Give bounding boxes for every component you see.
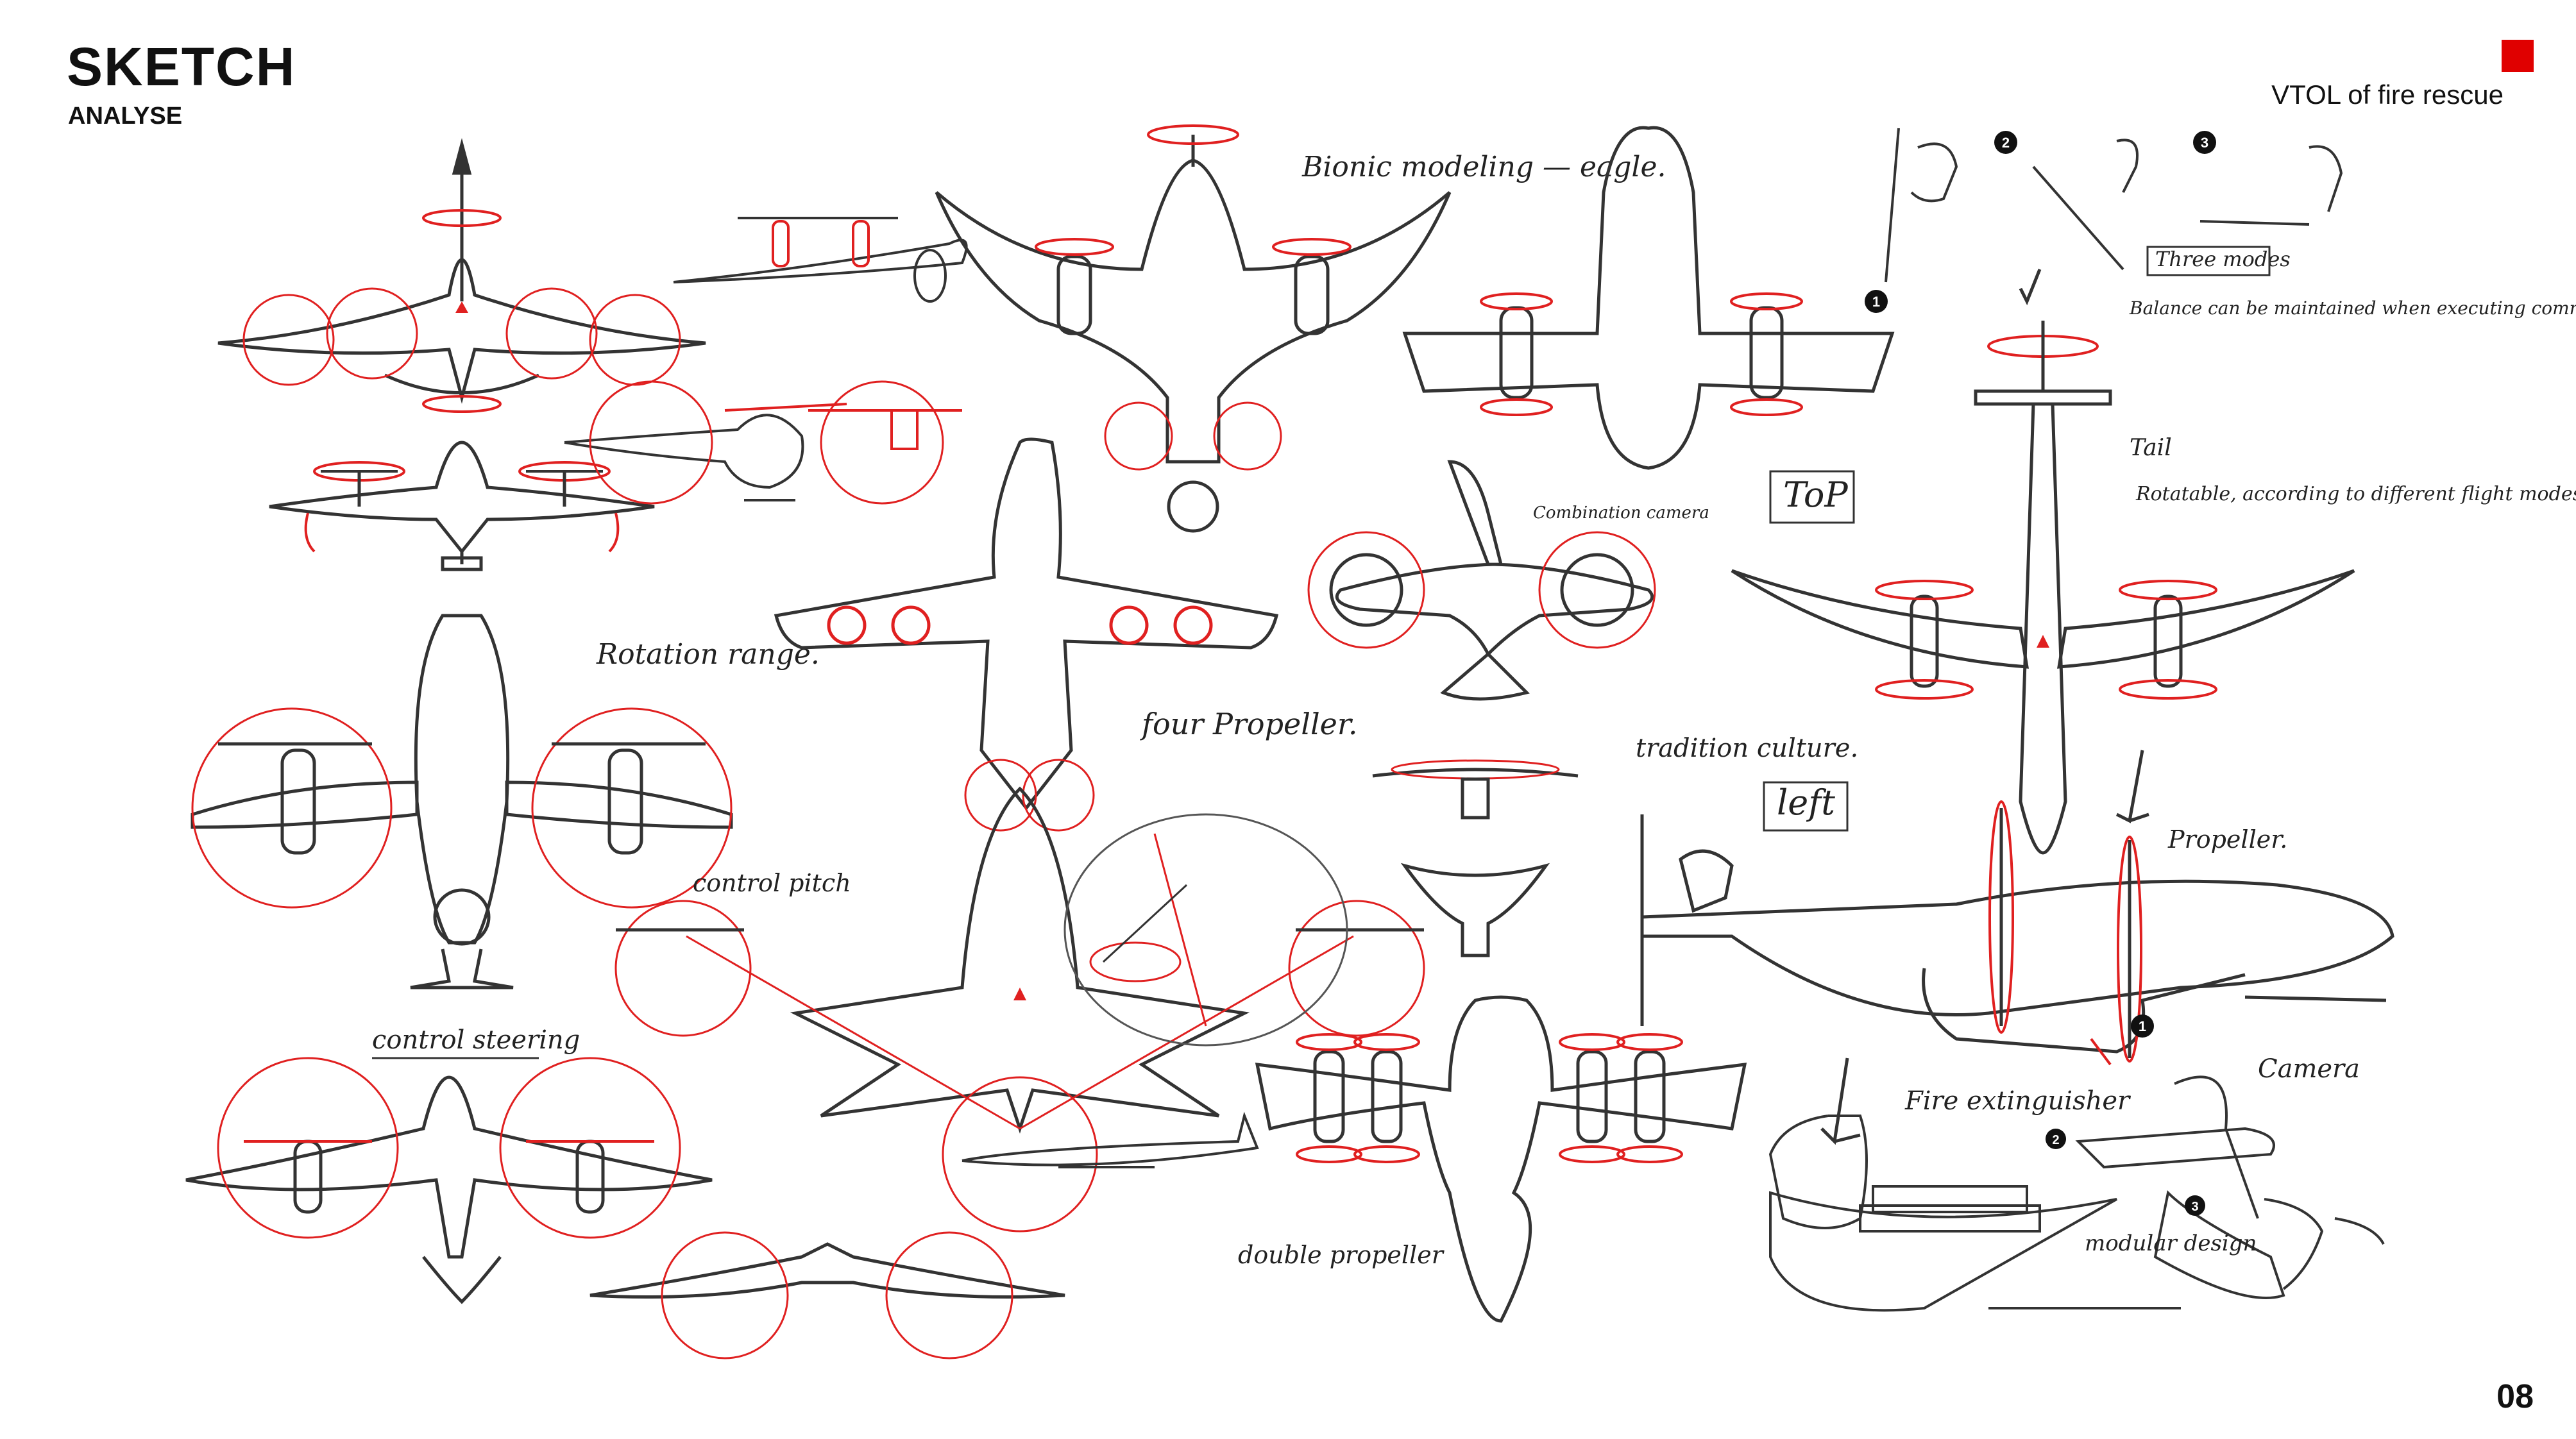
arrow-icon [1820, 269, 2149, 1145]
bullet-number: 1 [1872, 294, 1880, 310]
annotation-rotation-range: Rotation range. [596, 638, 820, 671]
sketch-drone-eagle [935, 124, 1452, 533]
sketch-main-rescue-drone [1731, 321, 2355, 855]
annotation-tradition: tradition culture. [1636, 734, 1858, 763]
bullet-number: 2 [2002, 135, 2010, 151]
annotation-bionic: Bionic modeling — eagle. [1301, 151, 1666, 183]
sketch-drone-control-pitch [614, 786, 1425, 1233]
annotation-three-modes: Three modes [2155, 247, 2291, 271]
brand-accent-square [2502, 40, 2534, 72]
annotation-combination-camera: Combination camera [1533, 503, 1709, 523]
annotation-top-view: ToP [1783, 475, 1849, 515]
annotation-double-propeller: double propeller [1238, 1241, 1445, 1269]
annotation-camera: Camera [2258, 1054, 2360, 1084]
sketch-drone-combination-camera [1307, 460, 1656, 701]
annotation-modular-design: modular design [2085, 1231, 2257, 1256]
bullet-badge [1994, 131, 2017, 154]
sketch-drone-rotation-range [191, 614, 733, 989]
bullet-number: 2 [2052, 1133, 2059, 1147]
sketch-rotor-detail [1063, 813, 1348, 1047]
annotation-control-steering: control steering [372, 1025, 580, 1055]
page-title: SKETCH [67, 37, 296, 97]
annotation-fire-extinguisher: Fire extinguisher [1904, 1086, 2131, 1116]
bullet-badge [2185, 1195, 2205, 1216]
annotation-left-view: left [1777, 782, 1835, 823]
sketch-drone-twin-engine [1402, 126, 1895, 470]
bullet-badge [1865, 290, 1888, 313]
project-name: VTOL of fire rescue [2271, 80, 2504, 110]
annotation-tail: Tail [2130, 435, 2172, 461]
bullet-badge [2131, 1014, 2154, 1038]
bullet-number: 1 [2139, 1018, 2146, 1034]
bullet-number: 3 [2191, 1200, 2198, 1214]
bullet-badge [2046, 1129, 2066, 1149]
annotation-four-propeller: four Propeller. [1140, 707, 1357, 741]
sketch-glider-side [962, 1111, 1259, 1168]
sketch-culture-shapes [1372, 759, 1579, 957]
sketch-drone-top-left [217, 138, 706, 404]
page-subtitle: ANALYSE [68, 103, 183, 130]
annotation-balance: Balance can be maintained when executing… [2129, 298, 2576, 319]
annotation-control-pitch: control pitch [693, 869, 851, 897]
sketch-module-details [1768, 1038, 2385, 1312]
annotation-propeller: Propeller. [2167, 825, 2287, 854]
sketch-drone-front [269, 395, 655, 571]
sketch-aircraft-side-small [673, 217, 968, 303]
sketch-drone-bottom-left [185, 1057, 713, 1304]
sketch-aircraft-side-round [564, 380, 962, 505]
bullet-badge [2193, 131, 2216, 154]
sketch-three-modes [1885, 128, 2343, 283]
sketch-drone-flatwing [589, 1231, 1065, 1359]
page-number: 08 [2496, 1378, 2534, 1415]
sketch-drone-four-propeller [774, 437, 1279, 832]
bullet-number: 3 [2201, 135, 2208, 151]
annotation-rotatable: Rotatable, according to different flight… [2135, 483, 2576, 505]
sketch-drone-double-propeller [1255, 995, 1747, 1323]
